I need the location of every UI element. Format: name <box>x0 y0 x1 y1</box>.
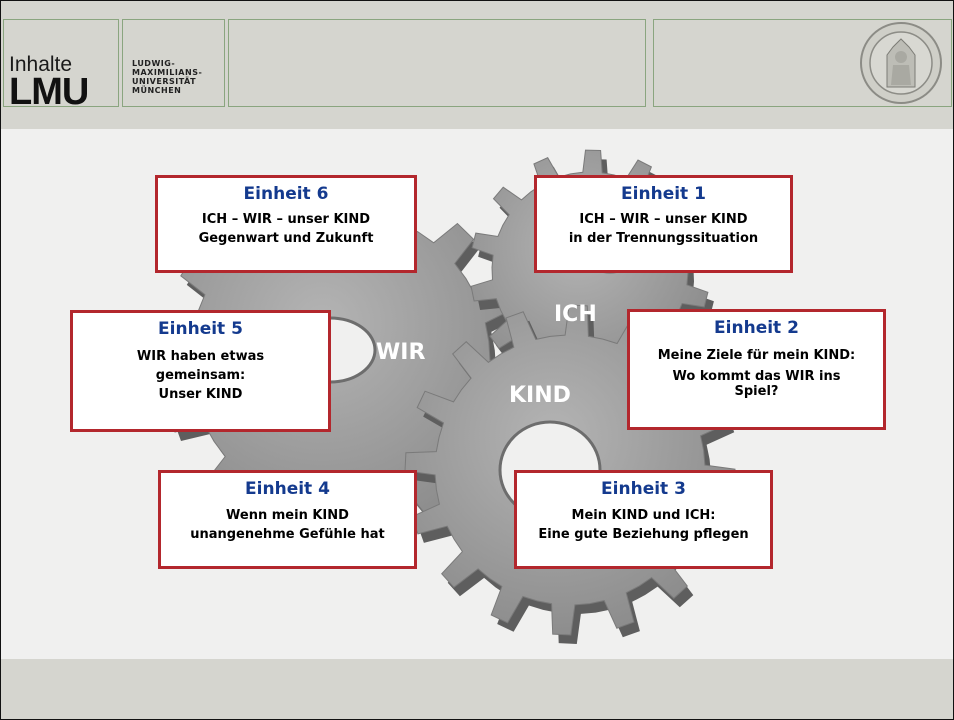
card-title: Einheit 4 <box>245 479 330 499</box>
card-einheit-5[interactable]: Einheit 5 WIR haben etwas gemeinsam: Uns… <box>70 310 331 432</box>
header-title-box <box>228 19 646 107</box>
gear-label-kind: KIND <box>509 383 571 408</box>
university-line: LUDWIG- <box>132 59 176 68</box>
card-einheit-2[interactable]: Einheit 2 Meine Ziele für mein KIND: Wo … <box>627 309 886 430</box>
logo-box <box>3 19 119 107</box>
card-einheit-3[interactable]: Einheit 3 Mein KIND und ICH: Eine gute B… <box>514 470 773 569</box>
card-line: in der Trennungssituation <box>568 231 759 246</box>
card-title: Einheit 3 <box>601 479 686 499</box>
lmu-logo: LMU <box>9 71 89 113</box>
card-line: Unser KIND <box>158 387 243 402</box>
card-line: Wo kommt das WIR ins <box>672 369 841 384</box>
footer-bar <box>1 659 953 719</box>
gear-label-wir: WIR <box>376 340 426 365</box>
card-line: Wenn mein KIND <box>226 508 349 523</box>
card-einheit-1[interactable]: Einheit 1 ICH – WIR – unser KIND in der … <box>534 175 793 273</box>
card-title: Einheit 1 <box>621 184 706 204</box>
card-line: Meine Ziele für mein KIND: <box>657 348 856 363</box>
card-line: gemeinsam: <box>155 368 246 383</box>
card-line: Mein KIND und ICH: <box>571 508 716 523</box>
university-box <box>122 19 225 107</box>
card-line: WIR haben etwas <box>136 349 265 364</box>
card-einheit-6[interactable]: Einheit 6 ICH – WIR – unser KIND Gegenwa… <box>155 175 417 273</box>
card-line: ICH – WIR – unser KIND <box>201 212 371 227</box>
header-bar: Inhalte LMU LUDWIG- MAXIMILIANS- UNIVERS… <box>1 1 953 129</box>
card-line: unangenehme Gefühle hat <box>190 527 385 542</box>
card-line: Gegenwart und Zukunft <box>198 231 374 246</box>
gear-label-ich: ICH <box>554 302 597 327</box>
card-title: Einheit 2 <box>714 318 799 338</box>
university-name: LUDWIG- MAXIMILIANS- UNIVERSITÄT MÜNCHEN <box>132 59 202 95</box>
university-line: MÜNCHEN <box>132 86 182 95</box>
university-seal-icon <box>860 22 942 104</box>
card-einheit-4[interactable]: Einheit 4 Wenn mein KIND unangenehme Gef… <box>158 470 417 569</box>
university-line: MAXIMILIANS- <box>132 68 203 77</box>
card-line: Spiel? <box>734 384 779 399</box>
card-title: Einheit 5 <box>158 319 243 339</box>
card-title: Einheit 6 <box>243 184 329 204</box>
card-line: ICH – WIR – unser KIND <box>579 212 748 227</box>
inhalte-link[interactable]: Inhalte <box>9 53 73 76</box>
university-line: UNIVERSITÄT <box>132 77 197 86</box>
card-line: Eine gute Beziehung pflegen <box>538 527 749 542</box>
